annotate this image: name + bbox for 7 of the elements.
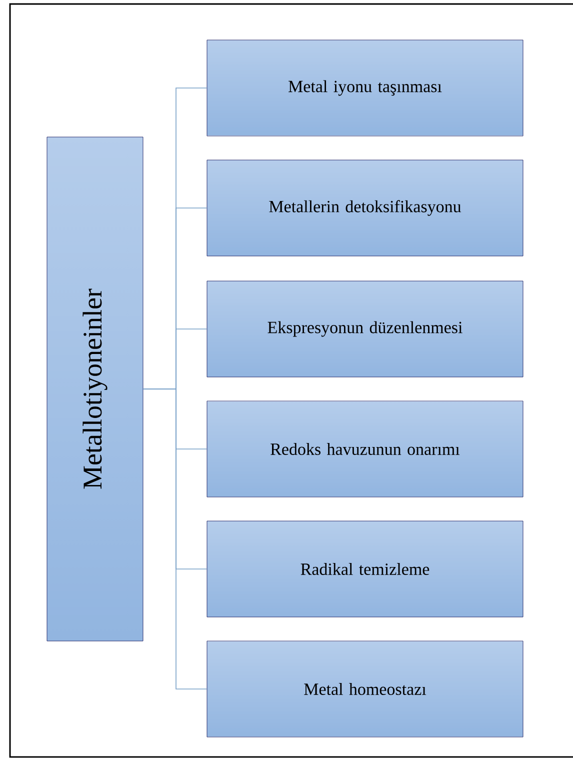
item-box: Radikal temizleme <box>206 520 524 618</box>
item-box: Metal homeostazı <box>206 640 524 738</box>
item-box: Metallerin detoksifikasyonu <box>206 160 524 256</box>
item-box: Metal iyonu taşınması <box>206 40 524 136</box>
topic-box: Metallotiyoneinler <box>46 136 144 642</box>
item-box: Redoks havuzunun onarımı <box>206 400 524 498</box>
item-box: Ekspresyonun düzenlenmesi <box>206 280 524 378</box>
